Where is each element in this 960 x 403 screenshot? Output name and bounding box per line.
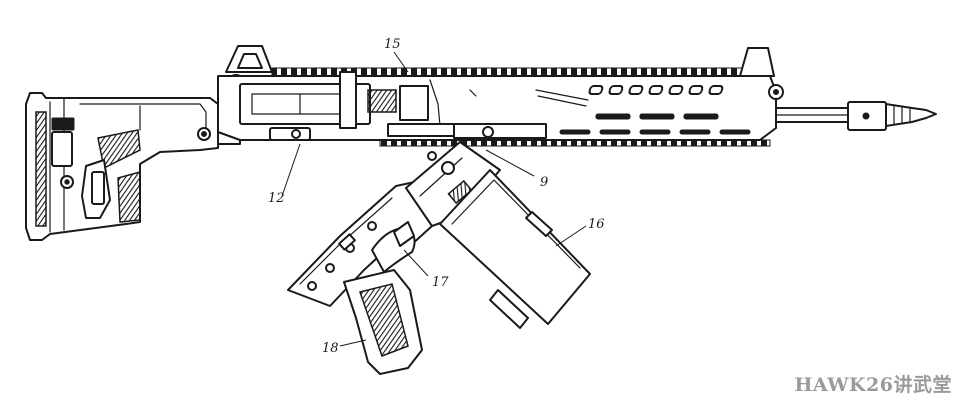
- callout-9: 9: [540, 175, 548, 190]
- barrel: [775, 101, 937, 131]
- callout-17: 17: [432, 275, 449, 290]
- vent-slots: [588, 85, 724, 95]
- magazine-housing: [405, 141, 591, 329]
- callout-15: 15: [384, 37, 401, 52]
- pistol-grip: [343, 269, 423, 375]
- upper-receiver: [217, 45, 784, 147]
- callout-18: 18: [322, 341, 339, 356]
- watermark: HAWK26讲武堂: [794, 374, 952, 396]
- callout-12: 12: [268, 191, 285, 206]
- callout-leaders: [281, 51, 587, 347]
- stock: [25, 92, 241, 241]
- callout-16: 16: [588, 217, 605, 232]
